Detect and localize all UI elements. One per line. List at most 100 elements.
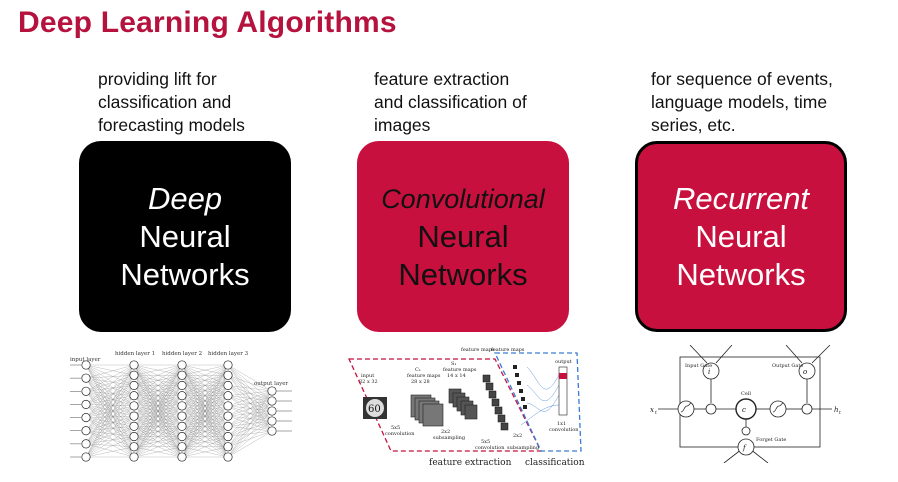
network-edge — [227, 390, 273, 417]
dnn-label-hidden3: hidden layer 3 — [208, 351, 249, 357]
network-edge — [181, 364, 229, 437]
network-neuron — [177, 401, 187, 411]
network-edge — [133, 364, 183, 386]
network-edge — [133, 436, 183, 458]
network-edge — [85, 404, 135, 417]
network-edge — [85, 404, 135, 458]
network-edge — [85, 364, 135, 379]
cnn-label-sub2b: subsampling — [507, 445, 540, 451]
network-edge — [133, 446, 183, 458]
network-edge — [85, 405, 135, 431]
rnn-label-xt: x — [650, 406, 654, 414]
network-edge — [227, 390, 273, 407]
rnn-box: Recurrent Neural Networks — [635, 141, 847, 332]
output-layer — [558, 366, 568, 416]
network-edge — [181, 375, 229, 458]
network-edge — [85, 378, 135, 437]
cnn-box: Convolutional Neural Networks — [357, 141, 569, 332]
cnn-label-s1-name: feature maps — [443, 367, 477, 373]
network-edge — [133, 364, 183, 437]
network-edge — [133, 364, 183, 376]
input-sign-icon — [366, 399, 384, 417]
network-edge — [85, 378, 135, 386]
network-neuron — [223, 370, 233, 380]
network-edge — [85, 364, 135, 437]
c1-maps — [410, 394, 444, 427]
network-edge — [85, 385, 135, 431]
network-edge — [85, 436, 135, 444]
rnn-label-ot: o — [803, 368, 807, 376]
network-edge — [85, 404, 135, 407]
network-edge — [85, 395, 135, 458]
c2-maps — [482, 374, 509, 431]
network-edge — [227, 400, 273, 458]
network-edge — [85, 417, 135, 447]
network-neuron — [177, 411, 187, 421]
output-gate-node — [798, 362, 816, 380]
cnn-label-conv1: 5x5 — [391, 425, 400, 431]
network-edge — [85, 364, 135, 386]
rnn-label-ct: c — [742, 406, 746, 414]
network-neuron — [129, 421, 139, 431]
dnn-description-line: providing lift for — [98, 69, 217, 89]
network-edge — [85, 443, 135, 458]
cnn-description-line: images — [374, 115, 431, 135]
network-edge — [85, 378, 135, 417]
network-edge — [181, 364, 229, 427]
network-edge — [85, 395, 135, 418]
network-edge — [85, 364, 135, 417]
network-edge — [85, 416, 135, 444]
network-edge — [133, 364, 183, 417]
rnn-diagram: x t h t i o f c Input Gate Output Gate F… — [650, 344, 850, 464]
network-neuron — [223, 452, 233, 462]
sigmoid-curve — [772, 402, 784, 413]
network-edge — [85, 430, 135, 437]
network-neuron — [223, 401, 233, 411]
network-neuron — [81, 373, 91, 383]
network-edge — [133, 364, 183, 427]
dnn-box-line: Neural — [139, 218, 231, 254]
network-edge — [85, 405, 135, 418]
network-edge — [85, 426, 135, 431]
network-edge — [85, 378, 135, 447]
cell-node — [735, 398, 757, 420]
network-edge — [85, 415, 135, 418]
network-edge — [85, 375, 135, 431]
network-edge — [85, 385, 135, 458]
network-neuron — [129, 411, 139, 421]
network-edge — [133, 364, 183, 447]
network-edge — [133, 364, 183, 458]
network-edge — [85, 404, 135, 437]
network-edge — [85, 385, 135, 444]
cnn-description: feature extraction and classification of… — [374, 68, 527, 137]
network-edge — [85, 364, 135, 458]
network-neuron — [129, 391, 139, 401]
network-edge — [133, 375, 183, 458]
network-neuron — [177, 391, 187, 401]
rnn-label-subscript: t — [839, 410, 841, 416]
rnn-box-line: Neural — [695, 218, 787, 254]
input-sign-label: 60 — [368, 404, 381, 415]
network-edge — [85, 391, 135, 458]
network-edge — [181, 364, 229, 417]
network-edge — [85, 375, 135, 418]
network-edge — [85, 391, 135, 396]
cnn-box-line: Neural — [417, 218, 509, 254]
network-edge — [227, 390, 273, 458]
network-edge — [85, 364, 135, 447]
network-edge — [85, 426, 135, 444]
network-edge — [133, 426, 183, 458]
network-neuron — [177, 452, 187, 462]
network-neuron — [129, 452, 139, 462]
network-edge — [181, 364, 229, 458]
network-edge — [181, 364, 229, 447]
network-edge — [227, 390, 273, 396]
network-neuron — [129, 442, 139, 452]
dnn-description-line: classification and — [98, 92, 232, 112]
rnn-description-line: language models, time — [651, 92, 828, 112]
multiply-icon — [741, 426, 751, 436]
network-edge — [85, 430, 135, 447]
network-edge — [85, 430, 135, 458]
network-edge — [227, 385, 273, 392]
cnn-label-conv2: 5x5 — [481, 439, 490, 445]
